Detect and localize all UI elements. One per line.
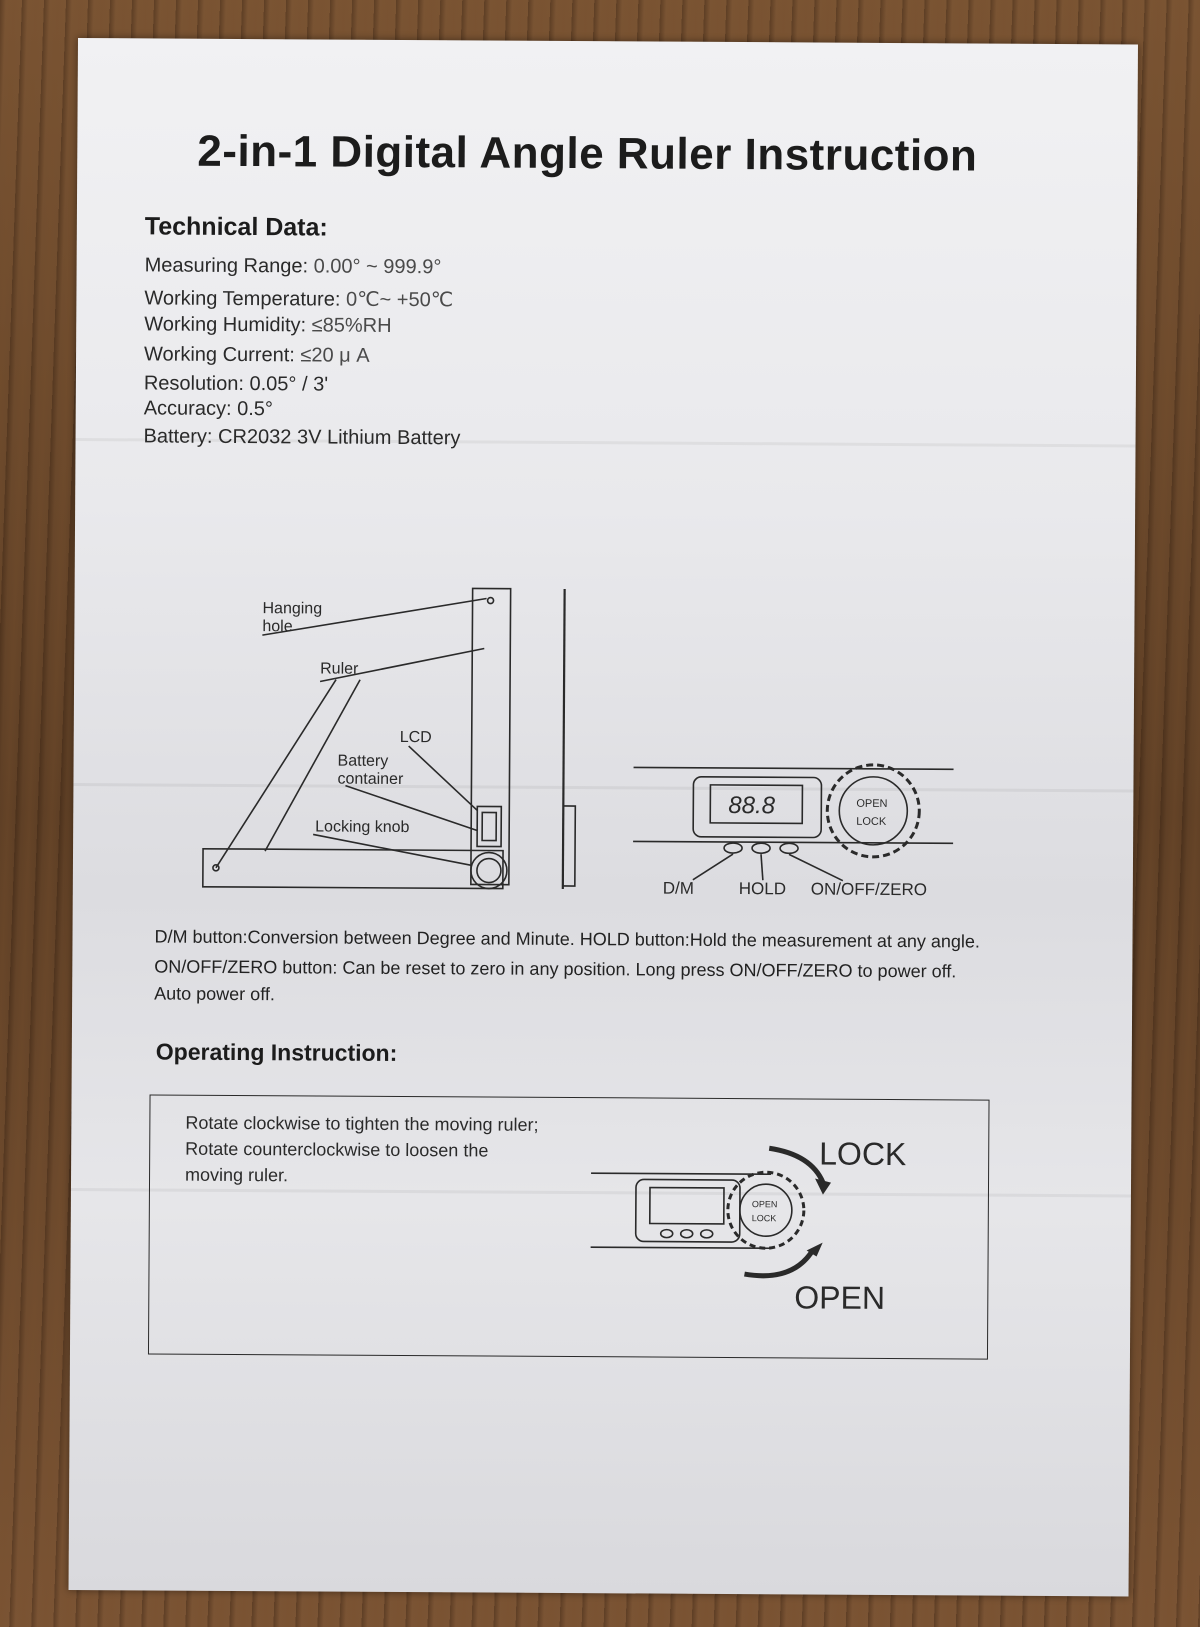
closeup-lcd-screen — [709, 784, 804, 825]
knob-open-label: OPEN — [856, 798, 887, 810]
dm-button-shape — [723, 842, 743, 854]
open-arrow-icon — [744, 1249, 815, 1279]
label-locking-knob: Locking knob — [315, 818, 409, 836]
hold-button-shape — [751, 842, 771, 854]
leader-base — [215, 679, 337, 869]
onoff-button-shape — [779, 842, 799, 855]
product-diagram: Hanging hole Ruler LCD Battery container… — [202, 587, 954, 899]
op-knob-lock-label: LOCK — [752, 1213, 777, 1223]
open-label: OPEN — [794, 1279, 885, 1316]
lcd-screen-small — [481, 811, 498, 842]
leader-locking-knob — [312, 833, 473, 867]
open-arrowhead-icon — [806, 1242, 823, 1257]
leader-ruler-2 — [264, 679, 361, 852]
lock-label: LOCK — [819, 1136, 906, 1173]
leader-lcd — [408, 745, 478, 812]
op-ruler-top — [591, 1172, 772, 1176]
leader-ruler — [319, 647, 485, 683]
label-hold: HOLD — [739, 879, 786, 898]
ruler-horizontal — [202, 847, 504, 890]
op-ruler-bottom — [590, 1246, 771, 1250]
lock-arrowhead-icon — [815, 1178, 832, 1195]
op-button-1 — [659, 1228, 674, 1239]
leader-dm — [692, 853, 734, 881]
label-lcd: LCD — [400, 729, 432, 746]
label-onoff-zero: ON/OFF/ZERO — [811, 879, 927, 899]
hanging-hole-dot — [486, 596, 495, 605]
closeup-bottom-edge — [633, 840, 954, 845]
locking-knob-inner — [476, 857, 502, 884]
op-button-2 — [679, 1228, 694, 1239]
op-button-3 — [699, 1229, 714, 1239]
closeup-knob-inner — [838, 776, 909, 846]
op-knob-open-label: OPEN — [752, 1199, 778, 1209]
operating-diagram: LOCK OPEN OPEN LOCK — [590, 1136, 906, 1316]
op-knob-inner — [739, 1183, 793, 1238]
op-lcd-screen — [648, 1186, 725, 1225]
lock-arrow-icon — [768, 1145, 826, 1184]
closeup-top-edge — [633, 766, 954, 771]
label-hanging: Hanging — [262, 600, 322, 617]
knob-lock-label: LOCK — [856, 816, 887, 828]
label-dm: D/M — [663, 879, 694, 898]
op-knob-outer — [726, 1170, 806, 1250]
leader-hold — [760, 854, 764, 881]
label-ruler: Ruler — [320, 660, 359, 677]
side-profile-knob — [562, 805, 577, 887]
leader-hanging-hole — [262, 597, 487, 636]
label-hole: hole — [262, 618, 292, 635]
closeup-knob-outer — [825, 763, 921, 859]
instruction-sheet: 2-in-1 Digital Angle Ruler Instruction T… — [68, 38, 1138, 1597]
lcd-reading: 88.8 — [728, 792, 776, 819]
base-hole-dot — [212, 864, 220, 872]
ruler-vertical — [470, 587, 512, 886]
locking-knob-small — [470, 851, 508, 890]
closeup-lcd-housing — [692, 776, 823, 839]
lcd-small — [476, 805, 503, 848]
label-battery: Battery — [338, 753, 389, 770]
label-container: container — [337, 771, 404, 788]
leader-battery — [345, 784, 478, 832]
leader-onoff — [788, 853, 844, 882]
